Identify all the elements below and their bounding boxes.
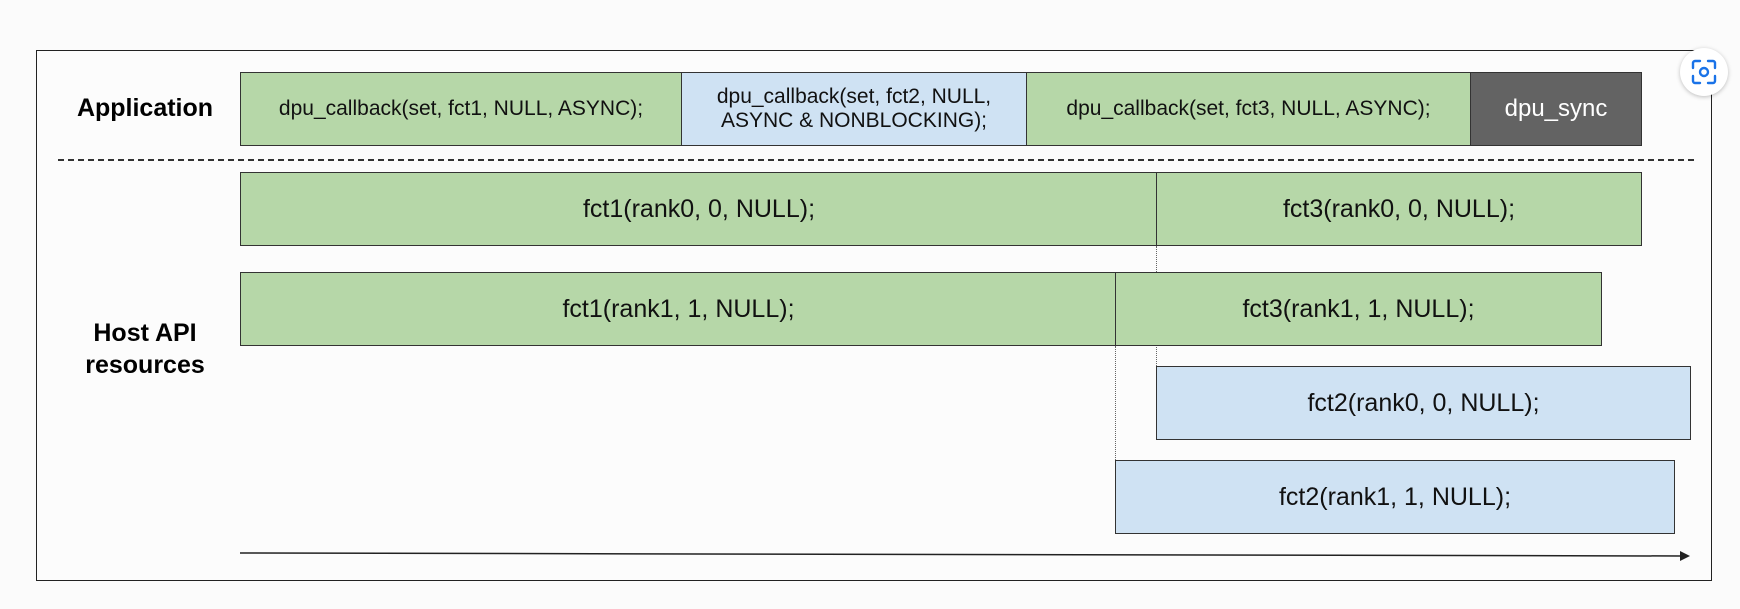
app-call-dpu-sync: dpu_sync (1470, 72, 1642, 146)
dependency-line-rank1 (1115, 346, 1116, 460)
task-fct2-rank0: fct2(rank0, 0, NULL); (1156, 366, 1691, 440)
task-fct1-rank0: fct1(rank0, 0, NULL); (240, 172, 1158, 246)
task-fct2-rank1: fct2(rank1, 1, NULL); (1115, 460, 1675, 534)
lane-label-application: Application (76, 94, 214, 122)
task-fct1-rank1: fct1(rank1, 1, NULL); (240, 272, 1117, 346)
app-call-fct3: dpu_callback(set, fct3, NULL, ASYNC); (1026, 72, 1471, 146)
app-call-fct1: dpu_callback(set, fct1, NULL, ASYNC); (240, 72, 682, 146)
app-call-fct2: dpu_callback(set, fct2, NULL, ASYNC & NO… (681, 72, 1027, 146)
lane-label-host-api: Host API resources (85, 319, 205, 379)
task-fct3-rank1: fct3(rank1, 1, NULL); (1115, 272, 1602, 346)
task-fct3-rank0: fct3(rank0, 0, NULL); (1156, 172, 1642, 246)
google-lens-icon[interactable] (1680, 48, 1728, 96)
lane-divider (58, 159, 1694, 161)
